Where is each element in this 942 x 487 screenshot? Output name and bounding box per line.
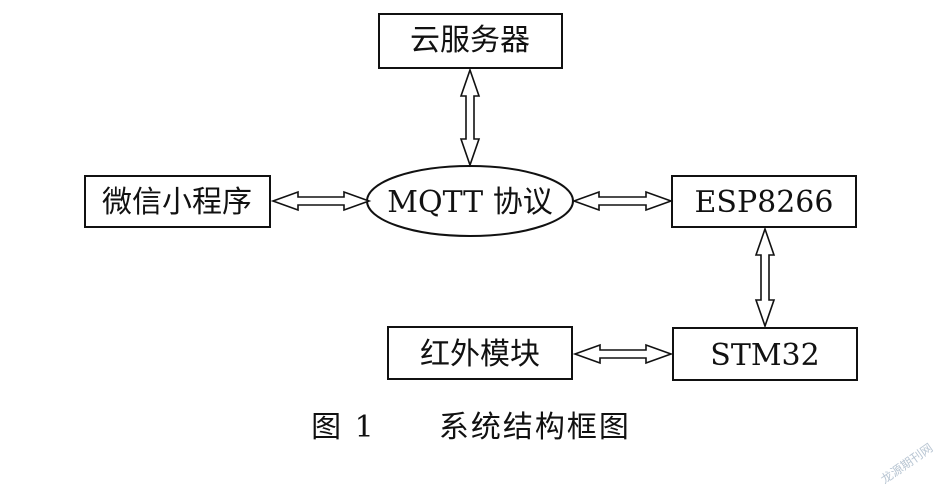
esp8266-node: ESP8266 [671,175,857,228]
double-arrow-cloud-mqtt [459,67,481,168]
double-arrow-infrared-stm32 [572,343,674,365]
double-arrow-mqtt-esp8266 [571,190,674,212]
stm32-label: STM32 [710,338,819,373]
mqtt-protocol-label: MQTT 协议 [387,185,552,220]
figure-title: 系统结构框图 [438,410,631,445]
mqtt-protocol-node: MQTT 协议 [366,165,574,237]
cloud-server-node: 云服务器 [378,13,563,69]
cloud-server-label: 云服务器 [410,23,530,58]
infrared-module-label: 红外模块 [420,337,540,372]
wechat-miniprogram-node: 微信小程序 [84,175,271,228]
double-arrow-esp8266-stm32 [754,226,776,329]
esp8266-label: ESP8266 [695,185,834,220]
stm32-node: STM32 [672,327,858,381]
system-architecture-diagram: 云服务器 微信小程序 MQTT 协议 ESP8266 红外模块 STM32 [84,13,858,381]
wechat-miniprogram-label: 微信小程序 [102,185,252,220]
infrared-module-node: 红外模块 [387,326,573,380]
double-arrow-wechat-mqtt [270,190,372,212]
figure-caption: 图 1 系统结构框图 [0,402,942,446]
figure-number: 图 1 [311,410,376,445]
